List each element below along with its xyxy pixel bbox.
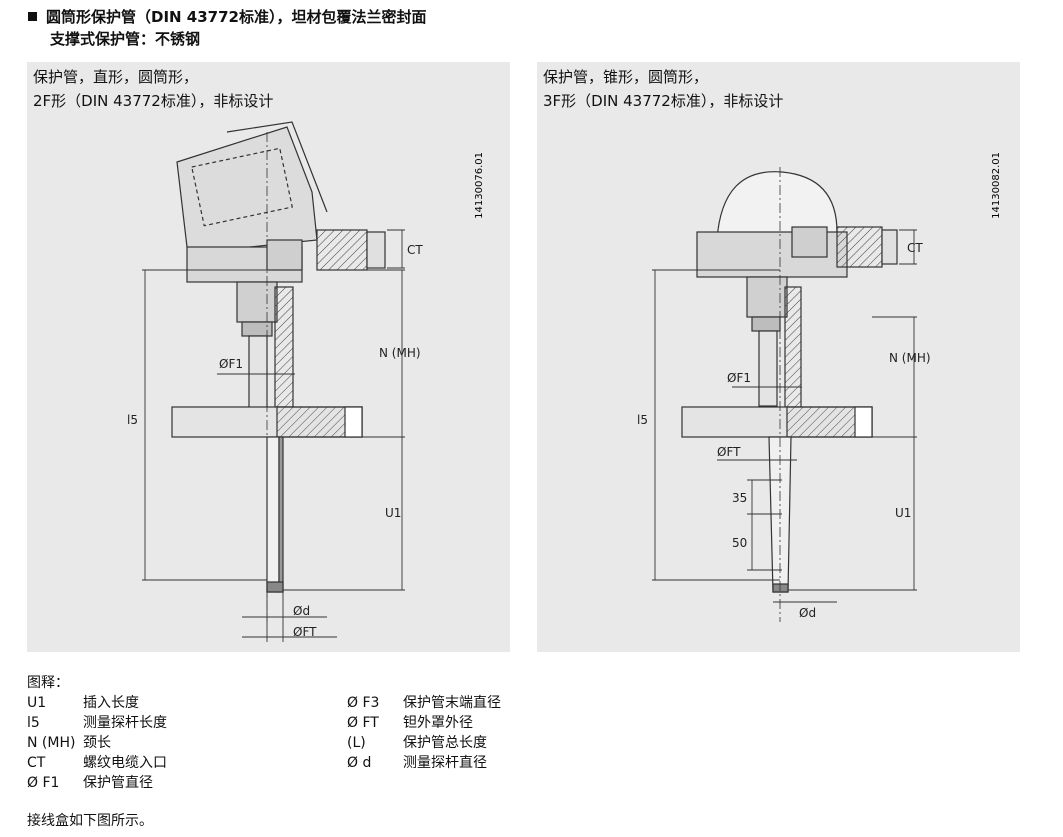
label-ct: CT [907,241,923,255]
legend-row: (L)保护管总长度 [347,735,487,751]
panel-caption: 保护管，锥形，圆筒形， 3F形（DIN 43772标准），非标设计 [543,68,784,110]
label-f1: ØF1 [219,357,243,371]
drawing-panel-straight: 保护管，直形，圆筒形， 2F形（DIN 43772标准），非标设计 [27,62,510,652]
label-50: 50 [732,536,747,550]
label-f1: ØF1 [727,371,751,385]
label-u1: U1 [385,506,401,520]
panel-caption: 保护管，直形，圆筒形， 2F形（DIN 43772标准），非标设计 [33,68,274,110]
label-l5: l5 [127,413,138,427]
label-n: N (MH) [889,351,931,365]
heading-line2: 支撑式保护管：不锈钢 [50,30,201,48]
footer-note: 接线盒如下图所示。 [27,813,153,829]
drawing-id-left: 14130076.01 [474,152,485,219]
straight-thermowell-drawing: 14130076.01 CT ØF1 N (MH) l5 U1 Ød ØFT [127,121,485,642]
label-n: N (MH) [379,346,421,360]
legend-title: 图释： [27,675,69,691]
label-ft: ØFT [293,625,317,639]
label-d: Ød [293,604,310,618]
drawing-panel-tapered: 保护管，锥形，圆筒形， 3F形（DIN 43772标准），非标设计 [537,62,1020,652]
square-bullet-icon [28,12,37,21]
section-heading: 圆筒形保护管（DIN 43772标准），坦材包覆法兰密封面 支撑式保护管：不锈钢 [28,6,427,50]
label-l5: l5 [637,413,648,427]
label-u1: U1 [895,506,911,520]
label-35: 35 [732,491,747,505]
tapered-thermowell-drawing: 14130082.01 CT ØF1 ØFT N (MH) l5 U1 35 5… [637,152,1002,622]
label-ct: CT [407,243,423,257]
label-d: Ød [799,606,816,620]
drawing-id-right: 14130082.01 [991,152,1002,219]
label-ft: ØFT [717,445,741,459]
heading-line1: 圆筒形保护管（DIN 43772标准），坦材包覆法兰密封面 [46,8,427,26]
legend-row: N (MH)颈长 [27,735,111,751]
